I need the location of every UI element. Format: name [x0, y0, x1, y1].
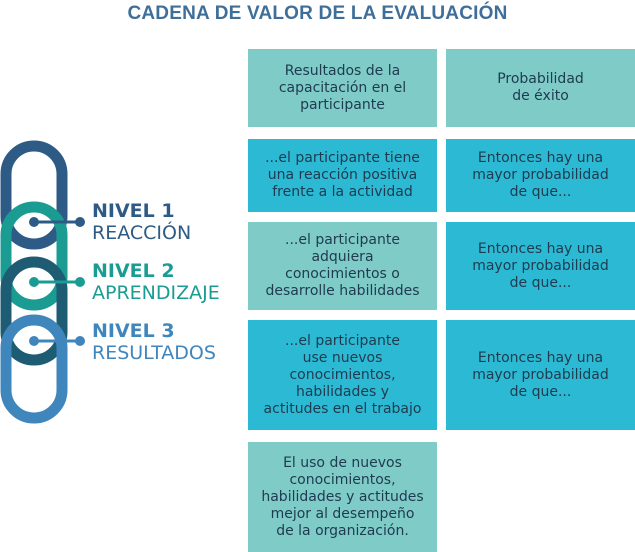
cell-level-3-probability: Entonces hay una mayor probabilidad de q… — [446, 320, 635, 430]
connector-dot-left-2 — [29, 277, 39, 287]
connector-dot-right-1 — [75, 217, 85, 227]
cell-level-1-participant: ...el participante tiene una reacción po… — [248, 139, 437, 212]
level-2-label: NIVEL 2 APRENDIZAJE — [92, 260, 220, 304]
level-2-number: NIVEL 2 — [92, 260, 175, 282]
cell-level-2-participant: ...el participante adquiera conocimiento… — [248, 222, 437, 310]
level-1-number: NIVEL 1 — [92, 200, 175, 222]
level-3-number: NIVEL 3 — [92, 320, 175, 342]
connector-dot-right-2 — [75, 277, 85, 287]
level-2-name: APRENDIZAJE — [92, 282, 220, 304]
chain-link-4 — [0, 314, 68, 424]
header-results-participant: Resultados de la capacitación en el part… — [248, 49, 437, 127]
connector-dot-left-3 — [29, 336, 39, 346]
level-3-label: NIVEL 3 RESULTADOS — [92, 320, 216, 364]
cell-organization-performance: El uso de nuevos conocimientos, habilida… — [248, 442, 437, 552]
cell-level-1-probability: Entonces hay una mayor probabilidad de q… — [446, 139, 635, 212]
chain-link-1 — [0, 140, 68, 250]
cell-level-2-probability: Entonces hay una mayor probabilidad de q… — [446, 222, 635, 310]
connector-dot-left-1 — [29, 217, 39, 227]
chain-link-2 — [0, 201, 68, 311]
level-1-name: REACCIÓN — [92, 222, 192, 244]
header-probability-success: Probabilidad de éxito — [446, 49, 635, 127]
diagram-title: CADENA DE VALOR DE LA EVALUACIÓN — [127, 3, 508, 24]
chain-link-3 — [0, 256, 68, 366]
connector-dot-right-3 — [75, 336, 85, 346]
level-1-label: NIVEL 1 REACCIÓN — [92, 200, 191, 244]
level-3-name: RESULTADOS — [92, 342, 216, 364]
cell-level-3-participant: ...el participante use nuevos conocimien… — [248, 320, 437, 430]
